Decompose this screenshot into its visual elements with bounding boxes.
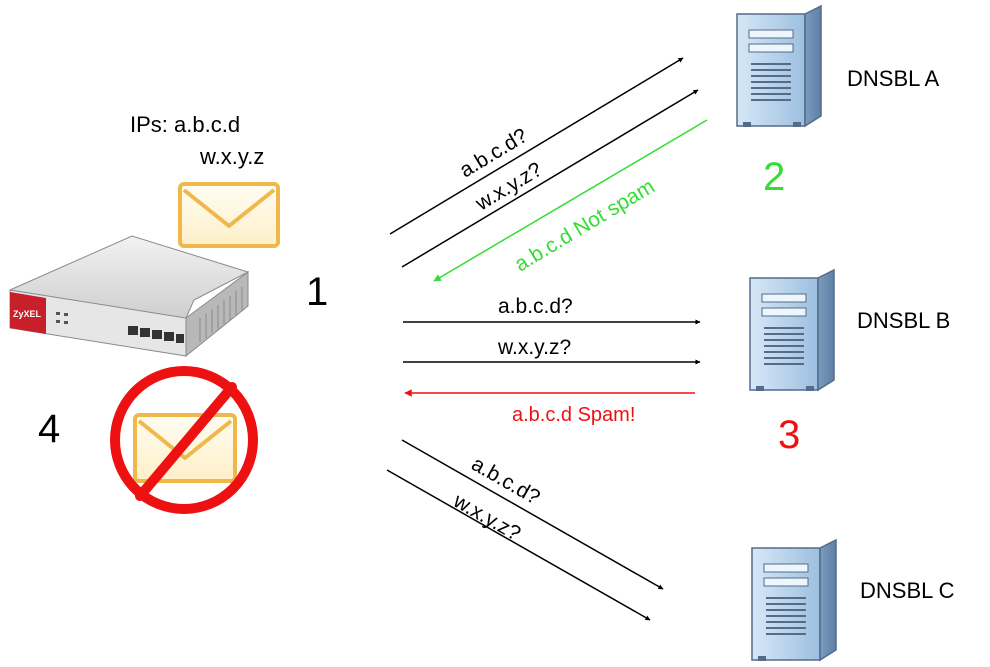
dnsbl-a-label: DNSBL A (847, 66, 939, 91)
dnsbl-b-label: DNSBL B (857, 308, 950, 333)
response-b-label: a.b.c.d Spam! (512, 404, 635, 426)
step-3-label: 3 (778, 413, 800, 457)
blocked-mail-icon (110, 366, 258, 514)
step-2-label: 2 (763, 155, 785, 199)
query-arrow-a2 (401, 89, 699, 268)
query-b-ip2-label: w.x.y.z? (497, 336, 571, 359)
step-4-label: 4 (38, 407, 60, 451)
dnsbl-c-server-icon (751, 538, 837, 662)
sender-ips-line1: IPs: a.b.c.d (130, 112, 240, 137)
queries-to-dnsbl-a: a.b.c.d? w.x.y.z? a.b.c.d Not spam (389, 57, 708, 282)
dnsbl-a-server-icon (736, 4, 822, 128)
device-brand-label: ZyXEL (13, 309, 42, 319)
queries-to-dnsbl-c: a.b.c.d? w.x.y.z? (386, 439, 664, 621)
dnsbl-b-server-icon (749, 268, 835, 392)
response-a-label: a.b.c.d Not spam (511, 175, 659, 276)
incoming-mail-envelope-icon (178, 182, 280, 248)
response-arrow-a (433, 119, 708, 282)
query-arrow-c1 (401, 439, 664, 590)
sender-ips-line2: w.x.y.z (199, 144, 264, 169)
query-arrow-c2 (386, 469, 651, 621)
query-b-ip1-label: a.b.c.d? (498, 295, 573, 318)
step-1-label: 1 (306, 270, 328, 314)
zyxel-firewall-device-icon: ZyXEL (9, 235, 250, 358)
queries-to-dnsbl-b: a.b.c.d? w.x.y.z? a.b.c.d Spam! (403, 295, 701, 426)
query-arrow-a1 (389, 57, 684, 235)
dnsbl-c-label: DNSBL C (860, 578, 955, 603)
